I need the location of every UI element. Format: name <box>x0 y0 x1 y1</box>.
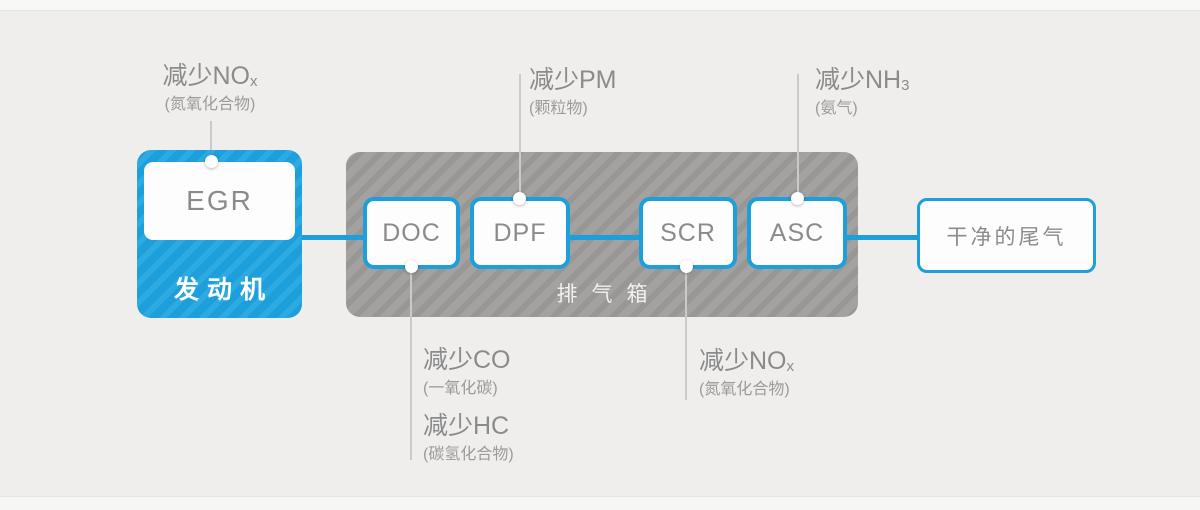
annotation-doc-co-detail: (一氧化碳) <box>423 380 498 397</box>
egr-label: EGR <box>186 185 253 216</box>
stage-box-scr: SCR <box>639 197 737 269</box>
annotation-doc-bottom-co: 减少CO (一氧化碳) <box>423 346 511 399</box>
leader-line-doc <box>410 267 412 460</box>
dpf-label: DPF <box>493 218 547 247</box>
exhaust-housing-label: 排气箱 <box>556 283 662 306</box>
pipe-dpf-to-scr <box>568 235 642 240</box>
asc-label: ASC <box>769 218 825 247</box>
leader-line-scr <box>685 267 687 400</box>
clean-exhaust-box: 干净的尾气 <box>917 198 1096 273</box>
bottom-edge-strip <box>0 496 1200 510</box>
leader-line-egr <box>210 121 212 162</box>
annotation-asc-top: 减少NH3 (氨气) <box>815 66 909 119</box>
connector-dot-dpf <box>513 192 526 205</box>
annotation-egr-top: 减少NOx (氮氧化合物) <box>110 62 310 115</box>
clean-exhaust-label: 干净的尾气 <box>946 225 1067 249</box>
annotation-doc-hc-detail: (碳氢化合物) <box>423 446 514 463</box>
nh3-subscript: 3 <box>901 77 910 94</box>
scr-label: SCR <box>660 218 716 247</box>
connector-dot-asc <box>791 192 804 205</box>
stage-box-asc: ASC <box>747 197 847 269</box>
top-edge-strip <box>0 0 1200 11</box>
annotation-asc-top-main: 减少NH3 <box>815 66 910 94</box>
annotation-egr-top-detail: (氮氧化合物) <box>164 96 256 113</box>
connector-dot-doc <box>405 260 418 273</box>
engine-label: 发动机 <box>173 276 273 304</box>
annotation-egr-top-main: 减少NOx <box>162 62 258 90</box>
egr-box: EGR <box>144 162 295 240</box>
annotation-scr-bottom-main: 减少NOx <box>699 347 795 375</box>
doc-label: DOC <box>382 218 441 247</box>
annotation-doc-bottom-hc: 减少HC (碳氢化合物) <box>423 412 514 465</box>
stage-box-doc: DOC <box>363 197 460 269</box>
connector-dot-egr <box>205 155 218 168</box>
nox-subscript: x <box>250 73 258 90</box>
nox-subscript: x <box>786 358 795 375</box>
connector-dot-scr <box>680 260 693 273</box>
annotation-doc-hc-main: 减少HC <box>423 412 510 440</box>
leader-line-dpf <box>519 74 521 199</box>
annotation-dpf-top: 减少PM (颗粒物) <box>529 66 617 119</box>
annotation-dpf-top-main: 减少PM <box>529 66 617 94</box>
annotation-dpf-top-detail: (颗粒物) <box>529 100 588 117</box>
stage-box-dpf: DPF <box>470 197 570 269</box>
annotation-scr-bottom: 减少NOx (氮氧化合物) <box>699 347 794 400</box>
engine-unit-box: EGR 发动机 <box>137 150 302 318</box>
pipe-egr-to-doc <box>298 235 368 240</box>
pipe-asc-to-output <box>845 235 921 240</box>
annotation-scr-bottom-detail: (氮氧化合物) <box>699 381 790 398</box>
annotation-asc-top-detail: (氨气) <box>815 100 858 117</box>
annotation-doc-co-main: 减少CO <box>423 346 511 374</box>
leader-line-asc <box>797 74 799 199</box>
